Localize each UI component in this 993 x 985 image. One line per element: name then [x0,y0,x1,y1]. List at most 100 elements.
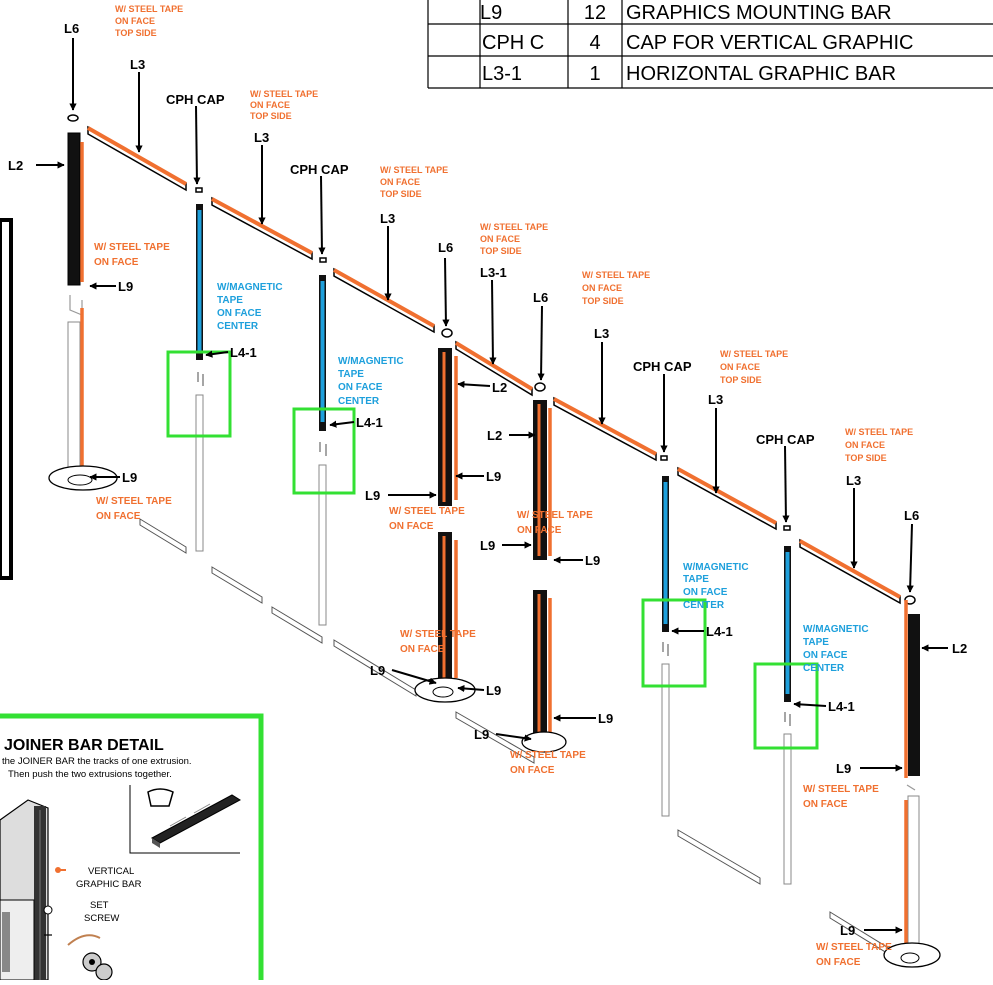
svg-text:ON FACE: ON FACE [115,16,155,26]
label-steel-face-2: W/ STEEL TAPE ON FACE [96,496,172,522]
table-row-2-qty: 4 [589,32,600,54]
label-magnetic-3: W/MAGNETIC TAPE ON FACE CENTER [683,562,749,611]
svg-text:W/ STEEL TAPE: W/ STEEL TAPE [389,506,465,517]
svg-text:W/ STEEL TAPE: W/ STEEL TAPE [803,784,879,795]
svg-text:ON FACE: ON FACE [338,382,383,393]
highlight-box-2 [292,407,356,495]
label-l9-4: L9 [486,469,501,484]
svg-text:W/ STEEL TAPE: W/ STEEL TAPE [720,349,788,359]
post-2 [195,204,204,552]
svg-text:ON FACE: ON FACE [582,283,622,293]
post-4 [414,348,476,703]
label-steel-top-3: W/ STEEL TAPE ON FACE TOP SIDE [380,165,448,199]
label-cph-cap-3: CPH CAP [633,359,692,374]
svg-text:TOP SIDE: TOP SIDE [250,111,292,121]
svg-text:ON FACE: ON FACE [389,521,434,532]
label-steel-top-4: W/ STEEL TAPE ON FACE TOP SIDE [480,222,548,256]
label-steel-top-2: W/ STEEL TAPE ON FACE TOP SIDE [250,89,318,121]
label-l3-5th: L3 [708,392,723,407]
svg-text:W/MAGNETIC: W/MAGNETIC [217,282,283,293]
label-steel-face-6: W/ STEEL TAPE ON FACE [510,750,586,776]
top-bar-6 [799,538,901,605]
svg-text:W/MAGNETIC: W/MAGNETIC [683,562,749,573]
label-l9-8: L9 [486,683,501,698]
highlight-box-3 [641,598,707,688]
table-row-3-desc: HORIZONTAL GRAPHIC BAR [626,63,896,85]
parts-table [427,0,993,89]
label-steel-face-3: W/ STEEL TAPE ON FACE [389,506,465,532]
label-l9-7: L9 [370,663,385,678]
svg-text:ON FACE: ON FACE [816,957,861,968]
svg-text:CENTER: CENTER [338,396,380,407]
svg-text:TAPE: TAPE [803,637,829,648]
svg-text:W/MAGNETIC: W/MAGNETIC [338,356,404,367]
svg-text:W/ STEEL TAPE: W/ STEEL TAPE [115,4,183,14]
post-5 [521,400,567,753]
label-l2-1: L2 [8,158,23,173]
svg-text:ON FACE: ON FACE [380,177,420,187]
label-cph-cap-2: CPH CAP [290,162,349,177]
label-l9-11: L9 [836,761,851,776]
cap-l6-2 [441,328,453,338]
label-magnetic-1: W/MAGNETIC TAPE ON FACE CENTER [217,282,283,332]
top-bar-2 [211,196,313,261]
part-labels: L6 L3 CPH CAP L3 CPH CAP L3 L6 L3-1 L6 L… [8,21,967,938]
post-3 [318,275,327,626]
label-steel-top-5: W/ STEEL TAPE ON FACE TOP SIDE [582,270,650,306]
label-l6-4: L6 [904,508,919,523]
svg-text:W/ STEEL TAPE: W/ STEEL TAPE [517,510,593,521]
svg-text:ON FACE: ON FACE [480,234,520,244]
label-cph-cap-1: CPH CAP [166,92,225,107]
post-6 [661,476,670,817]
label-steel-face-7: W/ STEEL TAPE ON FACE [803,784,879,810]
bottom-rails [139,518,901,962]
post-8 [883,600,941,968]
label-steel-face-8: W/ STEEL TAPE ON FACE [816,942,892,968]
table-row-1-desc: GRAPHICS MOUNTING BAR [626,2,892,24]
label-l6-1: L6 [64,21,79,36]
label-l9-10: L9 [598,711,613,726]
label-set-screw-2: SCREW [84,913,119,924]
svg-text:ON FACE: ON FACE [400,644,445,655]
svg-text:ON FACE: ON FACE [720,362,760,372]
label-vertical-2: GRAPHIC BAR [76,879,142,890]
label-l2-2: L2 [492,380,507,395]
svg-text:W/ STEEL TAPE: W/ STEEL TAPE [96,496,172,507]
post-7 [783,546,792,885]
svg-text:W/ STEEL TAPE: W/ STEEL TAPE [582,270,650,280]
label-l3-6th: L3 [846,473,861,488]
label-steel-face-5: W/ STEEL TAPE ON FACE [400,629,476,655]
top-bar-l3-1 [454,340,534,397]
svg-text:ON FACE: ON FACE [517,525,562,536]
label-l3-2nd: L3 [254,130,269,145]
svg-text:TOP SIDE: TOP SIDE [845,453,887,463]
label-l9-3: L9 [365,488,380,503]
label-l3-3rd: L3 [380,211,395,226]
label-steel-top-1: W/ STEEL TAPE ON FACE TOP SIDE [115,4,183,38]
cph-cap-3 [660,455,668,461]
svg-text:ON FACE: ON FACE [510,765,555,776]
label-l9-6: L9 [585,553,600,568]
left-edge-panel [0,218,13,580]
top-bar-5 [677,466,777,531]
label-l9-9: L9 [474,727,489,742]
svg-text:ON FACE: ON FACE [845,440,885,450]
caps [67,114,916,605]
label-l6-3: L6 [533,290,548,305]
svg-text:W/ STEEL TAPE: W/ STEEL TAPE [510,750,586,761]
svg-text:TAPE: TAPE [338,369,364,380]
detail-line-1: the JOINER BAR the tracks of one extrusi… [2,756,192,767]
table-row-1-part: L9 [480,2,502,24]
top-bars [87,125,901,605]
label-l3-1-part: L3-1 [480,265,507,280]
svg-text:TAPE: TAPE [683,574,709,585]
top-bar-4 [553,396,657,462]
label-l9-5: L9 [480,538,495,553]
label-steel-face-4: W/ STEEL TAPE ON FACE [517,510,593,536]
label-l2-4: L2 [952,641,967,656]
cph-cap-1 [195,187,203,193]
label-l4-1-b: L4-1 [356,415,383,430]
table-row-3-part: L3-1 [482,63,522,85]
